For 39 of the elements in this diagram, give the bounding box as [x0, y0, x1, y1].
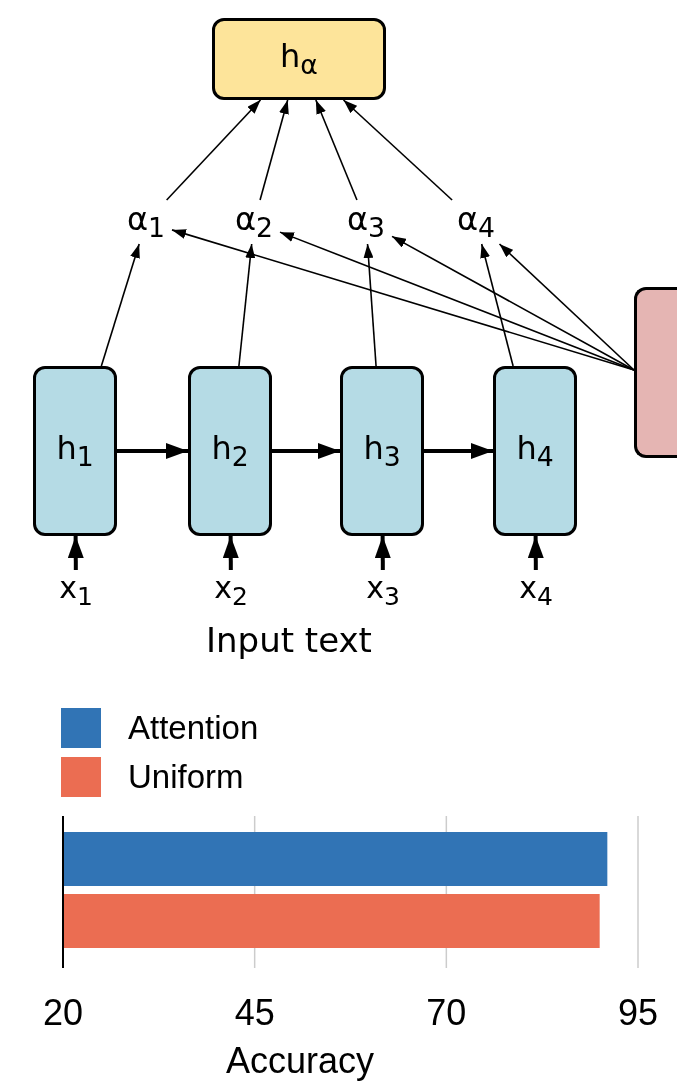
- arrow: [272, 443, 340, 459]
- arrow: [238, 243, 256, 367]
- tick-label: 70: [425, 992, 468, 1034]
- arrow: [498, 243, 635, 371]
- tick-label: 20: [41, 992, 84, 1034]
- math-label: α$_{1}$: [120, 200, 172, 244]
- legend-label: Uniform: [128, 757, 244, 797]
- caption-label: Input text: [206, 620, 372, 660]
- arrow: [117, 443, 188, 459]
- math-label: x$_{3}$: [359, 570, 407, 610]
- arrow: [100, 243, 140, 367]
- arrow: [222, 536, 239, 570]
- arrow: [363, 243, 377, 367]
- math-label: x$_{4}$: [512, 570, 560, 610]
- arrow: [527, 536, 544, 570]
- arrow: [259, 99, 289, 201]
- tick-label: 95: [616, 992, 659, 1034]
- legend-label: Attention: [128, 708, 259, 748]
- math-label: x$_{2}$: [207, 570, 255, 610]
- rounded-box: h$_{4}$: [493, 366, 577, 536]
- arrow: [424, 443, 493, 459]
- axis-title: Accuracy: [224, 1040, 375, 1082]
- rounded-box: h$_{α}$: [212, 18, 386, 100]
- arrow: [391, 235, 635, 371]
- arrow: [374, 536, 391, 570]
- math-label: α$_{4}$: [450, 200, 502, 244]
- arrow: [165, 99, 262, 201]
- arrow: [67, 536, 84, 570]
- math-label: x$_{1}$: [52, 570, 100, 610]
- rounded-box: h$_{1}$: [33, 366, 117, 536]
- math-label: α$_{2}$: [228, 200, 280, 244]
- arrow: [480, 243, 514, 367]
- tick-label: 45: [233, 992, 276, 1034]
- math-label: α$_{3}$: [340, 200, 392, 244]
- empty-box: [634, 287, 677, 458]
- rounded-box: h$_{2}$: [188, 366, 272, 536]
- rounded-box: h$_{3}$: [340, 366, 424, 536]
- arrow: [315, 99, 358, 201]
- arrow: [342, 99, 453, 201]
